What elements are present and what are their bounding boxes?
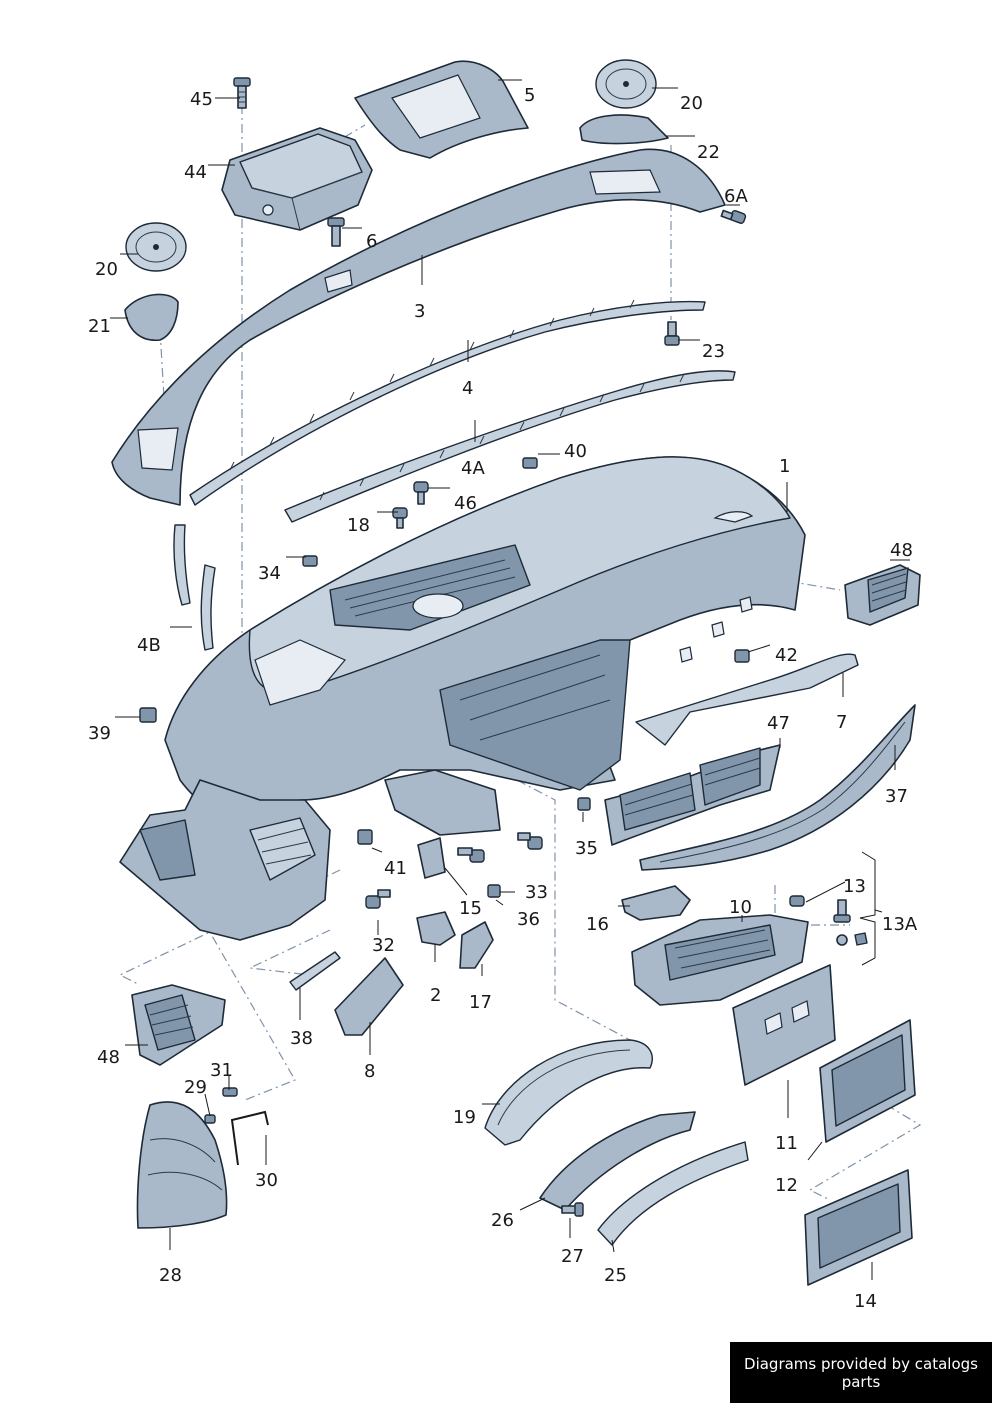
label-15: 15 — [459, 898, 482, 919]
label-34: 34 — [258, 563, 281, 584]
part-3-upper-trim — [111, 148, 726, 506]
part-48-air-vent-left — [131, 984, 226, 1066]
label-25: 25 — [604, 1265, 627, 1286]
label-19: 19 — [453, 1107, 476, 1128]
label-35: 35 — [575, 838, 598, 859]
part-17-cover — [459, 921, 494, 969]
label-6: 6 — [366, 231, 377, 252]
label-29: 29 — [184, 1077, 207, 1098]
part-30-rod — [230, 1110, 269, 1166]
label-23: 23 — [702, 341, 725, 362]
label-30: 30 — [255, 1170, 278, 1191]
leader-lines — [110, 79, 910, 1280]
part-15-mount — [417, 837, 446, 879]
part-1-dashboard-main — [164, 456, 806, 814]
label-4: 4 — [462, 378, 473, 399]
part-10-instrument-housing — [631, 914, 809, 1006]
label-21: 21 — [88, 316, 111, 337]
label-1: 1 — [779, 456, 790, 477]
lower-left-support-structure — [119, 769, 501, 941]
part-12-display-unit — [819, 1019, 916, 1143]
part-28-end-cap — [136, 1101, 228, 1229]
part-47-center-vent-panel — [604, 744, 781, 846]
part-20-speaker-grille-left — [125, 222, 187, 272]
label-13a: 13A — [882, 914, 918, 935]
label-44: 44 — [184, 162, 207, 183]
label-41: 41 — [384, 858, 407, 879]
part-2-connector-module — [416, 911, 456, 946]
label-17: 17 — [469, 992, 492, 1013]
label-18: 18 — [347, 515, 370, 536]
part-22-tweeter-cover — [579, 114, 669, 145]
label-28: 28 — [159, 1265, 182, 1286]
part-13-screw-clips — [789, 895, 868, 946]
callout-labels: 45 5 20 22 44 6A 6 20 3 21 23 4 4A 40 1 … — [88, 85, 918, 1312]
label-33: 33 — [525, 882, 548, 903]
part-38-strip — [289, 951, 341, 991]
label-26: 26 — [491, 1210, 514, 1231]
part-4a-mounting-strip — [284, 370, 736, 523]
label-10: 10 — [729, 897, 752, 918]
part-21-tweeter-cover — [124, 293, 179, 341]
label-14: 14 — [854, 1291, 877, 1312]
label-46: 46 — [454, 493, 477, 514]
label-32: 32 — [372, 935, 395, 956]
label-31: 31 — [210, 1060, 233, 1081]
part-45-bolt — [233, 77, 251, 109]
label-16: 16 — [586, 914, 609, 935]
footer-credit: Diagrams provided by catalogs parts — [730, 1342, 992, 1403]
label-40: 40 — [564, 441, 587, 462]
part-4b-side-strip — [173, 524, 216, 651]
label-27: 27 — [561, 1246, 584, 1267]
label-6a: 6A — [724, 186, 748, 207]
label-42: 42 — [775, 645, 798, 666]
label-48: 48 — [890, 540, 913, 561]
label-3: 3 — [414, 301, 425, 322]
part-8-storage-tray — [334, 957, 404, 1036]
small-clips-and-screws — [139, 457, 750, 1124]
label-22: 22 — [697, 142, 720, 163]
label-8: 8 — [364, 1061, 375, 1082]
label-12: 12 — [775, 1175, 798, 1196]
label-45: 45 — [190, 89, 213, 110]
label-48-left: 48 — [97, 1047, 120, 1068]
part-19-instrument-frame — [484, 1039, 653, 1146]
label-20-left: 20 — [95, 259, 118, 280]
part-44-module-unit — [221, 127, 373, 231]
part-6a-screw — [720, 209, 747, 224]
part-14-display-panel — [804, 1169, 913, 1286]
label-2: 2 — [430, 985, 441, 1006]
part-5-display-frame — [354, 60, 529, 159]
part-48-air-vent-right — [844, 564, 921, 626]
part-11-mounting-plate — [732, 964, 836, 1086]
label-37: 37 — [885, 786, 908, 807]
label-7: 7 — [836, 712, 847, 733]
part-26-instrument-frame — [539, 1111, 696, 1211]
part-20-speaker-grille-right — [595, 59, 657, 109]
label-4b: 4B — [137, 635, 161, 656]
label-20: 20 — [680, 93, 703, 114]
label-36: 36 — [517, 909, 540, 930]
part-23-screw — [664, 321, 680, 346]
label-5: 5 — [524, 85, 535, 106]
part-6-screw — [327, 217, 345, 247]
label-13: 13 — [843, 876, 866, 897]
label-38: 38 — [290, 1028, 313, 1049]
part-4-mounting-strip — [189, 299, 706, 506]
part-25-instrument-frame — [597, 1141, 749, 1246]
part-27-screw — [561, 1202, 584, 1217]
label-11: 11 — [775, 1133, 798, 1154]
part-7-decor-trim — [635, 653, 859, 746]
label-47: 47 — [767, 713, 790, 734]
label-4a: 4A — [461, 458, 485, 479]
label-39: 39 — [88, 723, 111, 744]
part-16-bracket — [621, 885, 691, 921]
part-37-decor-trim — [639, 704, 916, 871]
